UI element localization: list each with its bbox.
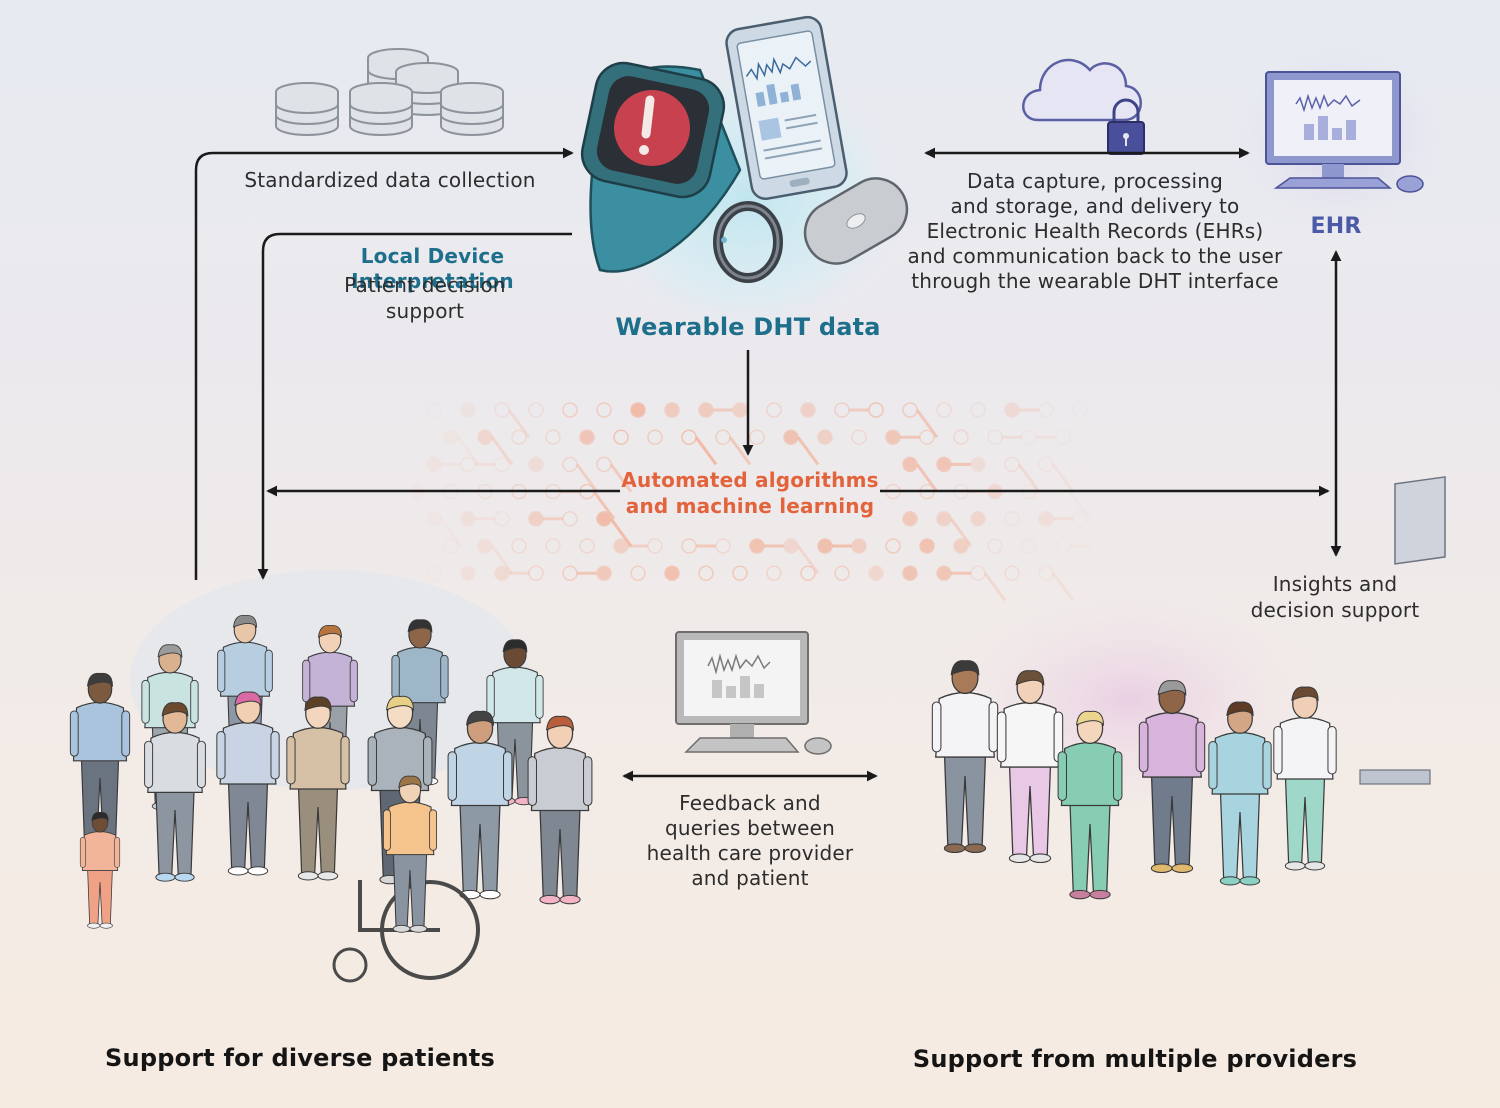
patients-illustration [69, 570, 593, 983]
arrow-standardized-collection [194, 147, 574, 580]
database-icon [275, 48, 504, 136]
automated-algorithms-line1: Automated algorithms [621, 468, 879, 492]
patient-decision-support-line2: support [385, 299, 465, 323]
providers-illustration [930, 476, 1446, 900]
patch-sensor-icon [803, 177, 909, 265]
data-capture-line: and storage, and delivery to [950, 194, 1240, 218]
data-capture-line: Data capture, processing [967, 169, 1223, 193]
cloud-icon [1022, 58, 1142, 122]
ehr-computer [1230, 40, 1450, 230]
feedback-line: and patient [691, 866, 809, 890]
feedback-description: Feedback and queries between health care… [630, 791, 870, 891]
automated-algorithms-line2: and machine learning [625, 494, 875, 518]
computer-monitor-icon [1265, 71, 1401, 189]
smartphone-icon [725, 15, 848, 201]
data-capture-description: Data capture, processing and storage, an… [890, 169, 1300, 294]
data-capture-line: through the wearable DHT interface [911, 269, 1279, 293]
insights-line2: decision support [1250, 598, 1420, 622]
wearable-devices [580, 15, 909, 340]
patient-decision-support-line1: Patient decision [344, 273, 506, 297]
local-device-interpretation-title: Local Device Interpretation [351, 244, 514, 293]
feedback-line: health care provider [646, 841, 854, 865]
padlock-icon [1107, 98, 1145, 155]
patients-caption: Support for diverse patients [105, 1044, 495, 1072]
flow-arrows [194, 147, 1342, 782]
providers-caption: Support from multiple providers [912, 1045, 1358, 1073]
feedback-line: Feedback and [679, 791, 821, 815]
data-capture-line: and communication back to the user [907, 244, 1283, 268]
smart-ring-icon [713, 201, 783, 283]
mouse-icon [1396, 175, 1424, 193]
ehr-label: EHR [1310, 214, 1362, 239]
standardized-data-collection-label: Standardized data collection [244, 168, 536, 192]
feedback-line: queries between [664, 816, 836, 840]
insights-line1: Insights and [1272, 572, 1398, 596]
data-capture-line: Electronic Health Records (EHRs) [926, 219, 1264, 243]
smartwatch-icon [580, 61, 742, 273]
feedback-computer [675, 631, 832, 755]
wearable-dht-data-label: Wearable DHT data [615, 313, 881, 341]
arrow-local-interpretation [257, 232, 572, 580]
